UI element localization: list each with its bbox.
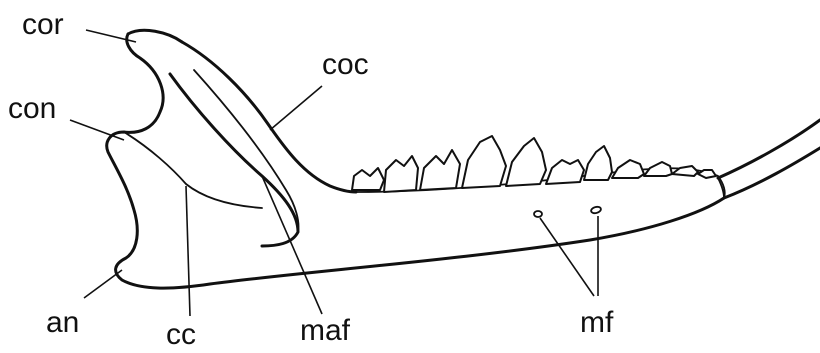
leader-cc — [186, 186, 190, 316]
tooth — [506, 138, 546, 186]
tooth — [384, 156, 418, 192]
tooth — [644, 162, 672, 176]
mental-foramen-anterior — [590, 206, 601, 214]
tooth — [420, 150, 460, 190]
masseteric-fossa-border — [170, 74, 298, 246]
incisor — [718, 120, 820, 198]
mandible-outline — [107, 30, 820, 288]
label-cor: cor — [22, 8, 64, 41]
leader-coc — [270, 86, 322, 130]
label-mf: mf — [580, 306, 614, 339]
tooth — [546, 160, 584, 184]
tooth — [584, 146, 612, 180]
label-cc: cc — [166, 318, 196, 351]
condylar-crest — [124, 132, 262, 208]
tooth — [352, 168, 384, 190]
tooth — [698, 170, 716, 178]
label-an: an — [46, 306, 79, 339]
leader-an — [84, 270, 122, 298]
tooth — [462, 136, 506, 188]
posterior-ventral-border — [107, 30, 724, 288]
label-con: con — [8, 92, 56, 125]
label-coc: coc — [322, 48, 369, 81]
mental-foramen-posterior — [534, 211, 542, 217]
tooth — [612, 160, 644, 178]
leader-mf-posterior — [540, 218, 594, 296]
label-maf: maf — [300, 314, 351, 347]
tooth-row — [352, 136, 716, 192]
leader-con — [70, 120, 124, 140]
